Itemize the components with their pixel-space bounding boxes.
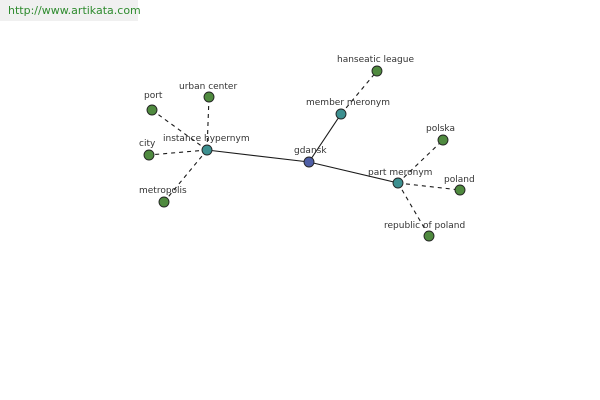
edge-part-meronym-to-poland xyxy=(397,182,461,191)
node-urban-center[interactable] xyxy=(203,91,215,103)
edge-instance-hypernym-to-urban-center xyxy=(206,96,210,151)
edge-instance-hypernym-to-port xyxy=(151,109,208,151)
graph-labels: gdansk instance hypernym member meronym par… xyxy=(139,55,475,231)
node-instance-hypernym[interactable] xyxy=(201,144,213,156)
node-member-meronym[interactable] xyxy=(335,108,347,120)
graph-edges xyxy=(148,70,461,237)
edge-gdansk-to-member-meronym xyxy=(308,113,342,163)
node-polska[interactable] xyxy=(437,134,449,146)
node-hanseatic-league[interactable] xyxy=(371,65,383,77)
node-metropolis[interactable] xyxy=(158,196,170,208)
watermark-link[interactable]: http://www.artikata.com xyxy=(8,4,141,17)
graph-nodes xyxy=(143,65,466,242)
edge-gdansk-to-part-meronym xyxy=(308,161,399,184)
node-label-republic-of-poland: republic of poland xyxy=(384,221,465,231)
node-label-member-meronym: member meronym xyxy=(306,98,390,108)
node-label-metropolis: metropolis xyxy=(139,186,187,196)
node-label-instance-hypernym: instance hypernym xyxy=(163,134,250,144)
edge-instance-hypernym-to-city xyxy=(148,149,208,156)
node-label-urban-center: urban center xyxy=(179,82,237,92)
node-label-hanseatic-league: hanseatic league xyxy=(337,55,414,65)
node-label-part-meronym: part meronym xyxy=(368,168,432,178)
edge-part-meronym-to-polska xyxy=(397,139,444,184)
node-label-poland: poland xyxy=(444,175,475,185)
watermark-badge: http://www.artikata.com xyxy=(0,0,141,21)
node-city[interactable] xyxy=(143,149,155,161)
edge-gdansk-to-instance-hypernym xyxy=(206,149,310,163)
edge-part-meronym-to-republic-of-poland xyxy=(397,182,430,237)
node-label-port: port xyxy=(144,91,163,101)
node-poland[interactable] xyxy=(454,184,466,196)
node-label-city: city xyxy=(139,139,156,149)
edge-instance-hypernym-to-metropolis xyxy=(163,149,208,203)
node-part-meronym[interactable] xyxy=(392,177,404,189)
node-label-gdansk: gdansk xyxy=(294,146,327,156)
node-republic-of-poland[interactable] xyxy=(423,230,435,242)
node-gdansk[interactable] xyxy=(303,156,315,168)
node-port[interactable] xyxy=(146,104,158,116)
node-label-polska: polska xyxy=(426,124,455,134)
edge-member-meronym-to-hanseatic-league xyxy=(340,70,378,115)
